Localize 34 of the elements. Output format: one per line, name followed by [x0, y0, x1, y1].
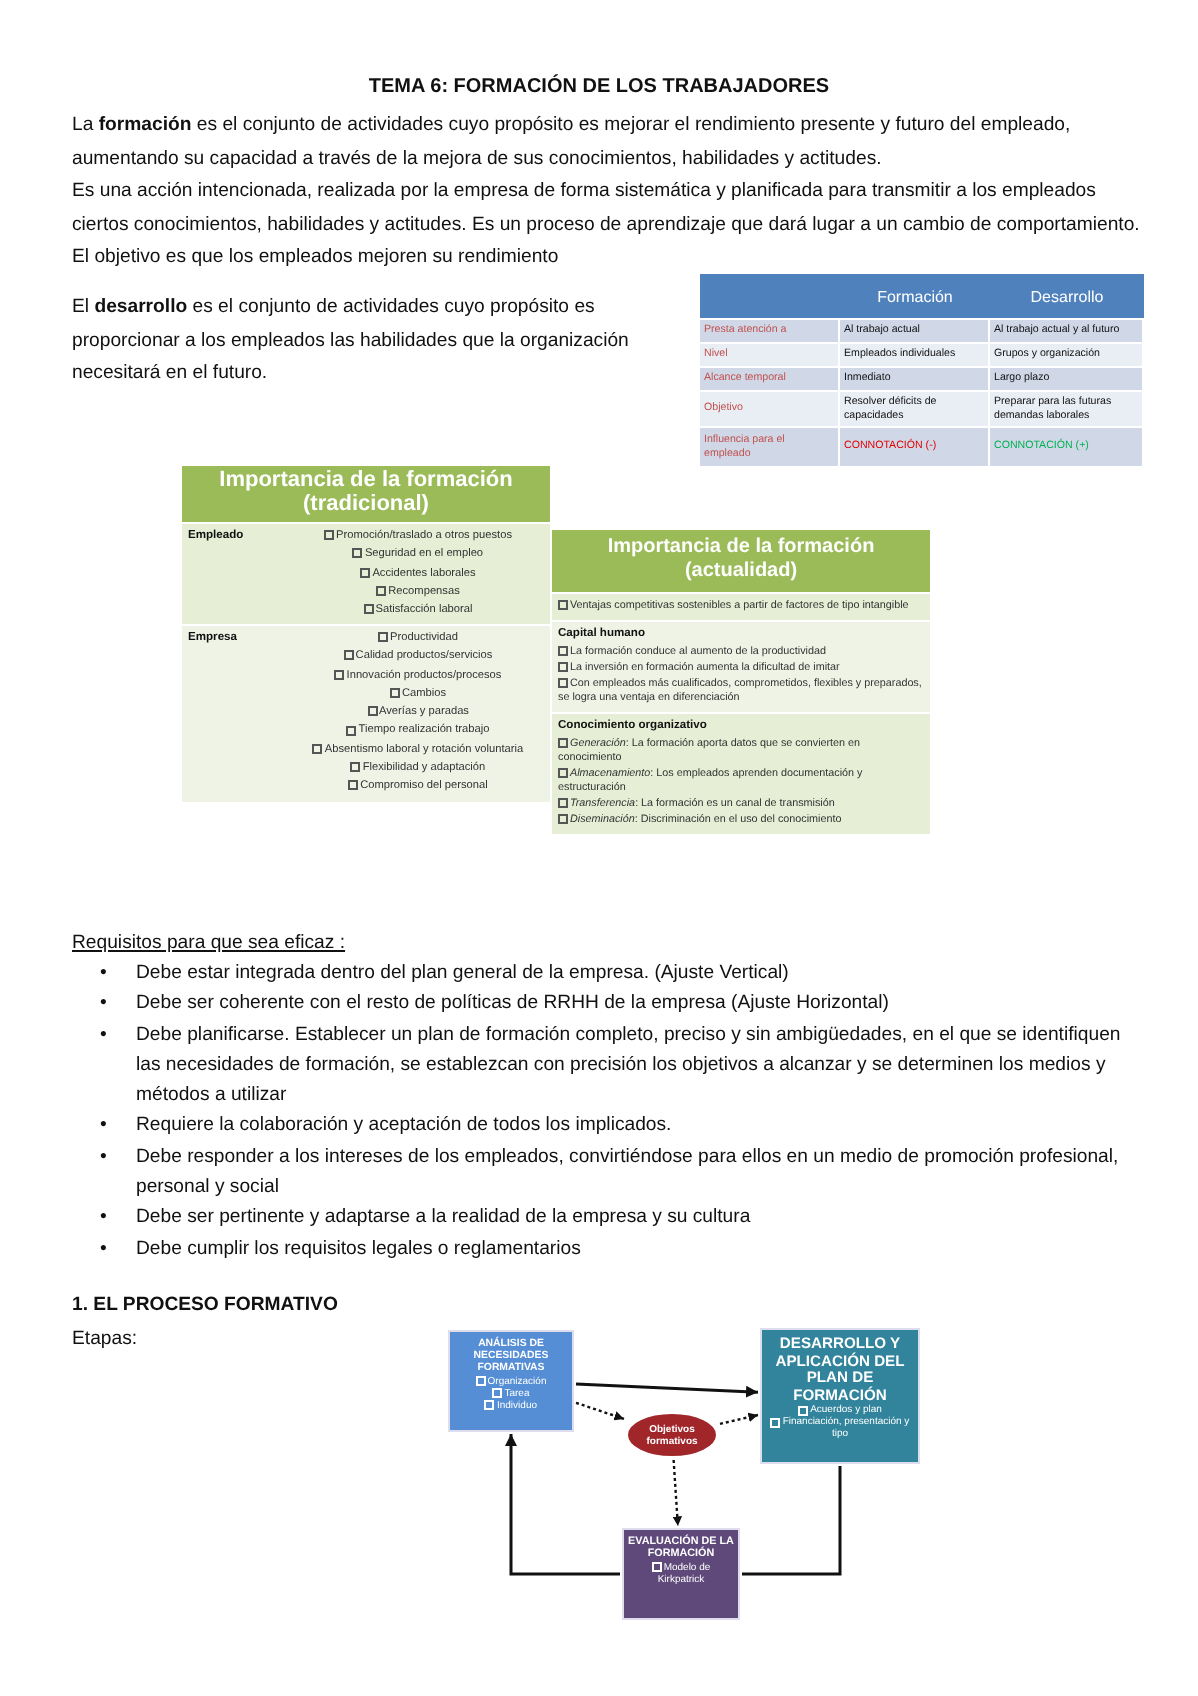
arrow — [672, 1459, 683, 1527]
bullet-point: Debe ser pertinente y adaptarse a la realidad de la empresa y su cultura — [136, 1204, 753, 1233]
bullet-mark: • — [100, 990, 109, 1019]
process-box — [448, 1330, 574, 1432]
paragraph: La formación es el conjunto de actividades cuyo propósito es mejorar el rendimiento presente y futuro del empleado, aumentando su capacidad a través de la mejora de sus conocimientos, habilidades y actitudes. — [72, 112, 1073, 173]
page-title: TEMA 6: FORMACIÓN DE LOS TRABAJADORES — [366, 76, 832, 98]
table-title: Importancia de la formación (actualidad) — [552, 530, 930, 592]
bullet-mark: • — [100, 1112, 109, 1141]
bullet-point: Debe responder a los intereses de los empleados, convirtiéndose para ellos en un medio de promoción profesional, personal y social — [136, 1143, 1121, 1203]
objective-ellipse — [626, 1412, 718, 1458]
bullet-mark: • — [100, 1204, 109, 1233]
bullet-point: Requiere la colaboración y aceptación de todos los implicados. — [136, 1112, 674, 1141]
table-header-cell: Desarrollo — [990, 274, 1144, 318]
arrow — [575, 1382, 759, 1398]
section-heading: Requisitos para que sea eficaz : — [72, 932, 346, 954]
section-heading: 1. EL PROCESO FORMATIVO — [72, 1294, 338, 1316]
bullet-mark: • — [100, 960, 109, 988]
bullet-mark: • — [100, 1143, 109, 1172]
bullet-point: Debe ser coherente con el resto de políticas de RRHH de la empresa (Ajuste Horizontal) — [136, 990, 891, 1019]
bullet-point: Debe estar integrada dentro del plan general de la empresa. (Ajuste Vertical) — [136, 960, 791, 988]
arrow — [575, 1401, 625, 1421]
table-header-cell: Formación — [840, 274, 990, 318]
paragraph: Es una acción intencionada, realizada por la empresa de forma sistemática y planificada para transmitir a los empleados ciertos conocimientos, habilidades y actitudes. Es un proceso de aprendizaje que dará lugar a un cambio de comportamiento. El objetivo es que los empleados mejoren su rendimiento — [72, 178, 1142, 272]
bullet-mark: • — [100, 1021, 109, 1050]
bullet-point: Debe planificarse. Establecer un plan de formación completo, preciso y sin ambigüedades, en el que se identifiquen las necesidades de formación, se establezcan con precisión los objetivos a alcanzar y se determinen los medios y métodos a utilizar — [136, 1021, 1123, 1111]
process-box — [760, 1328, 920, 1464]
table-title: Importancia de la formación (tradicional) — [182, 466, 550, 522]
bullet-point: Debe cumplir los requisitos legales o reglamentarios — [136, 1235, 583, 1264]
arrow — [719, 1412, 759, 1426]
process-box — [622, 1528, 740, 1620]
subheading: Etapas: — [72, 1328, 138, 1350]
paragraph: El desarrollo es el conjunto de actividades cuyo propósito es proporcionar a los empleados las habilidades que la organización necesitará en el futuro. — [72, 294, 631, 388]
arrow — [505, 1434, 620, 1576]
bullet-mark: • — [100, 1235, 109, 1264]
